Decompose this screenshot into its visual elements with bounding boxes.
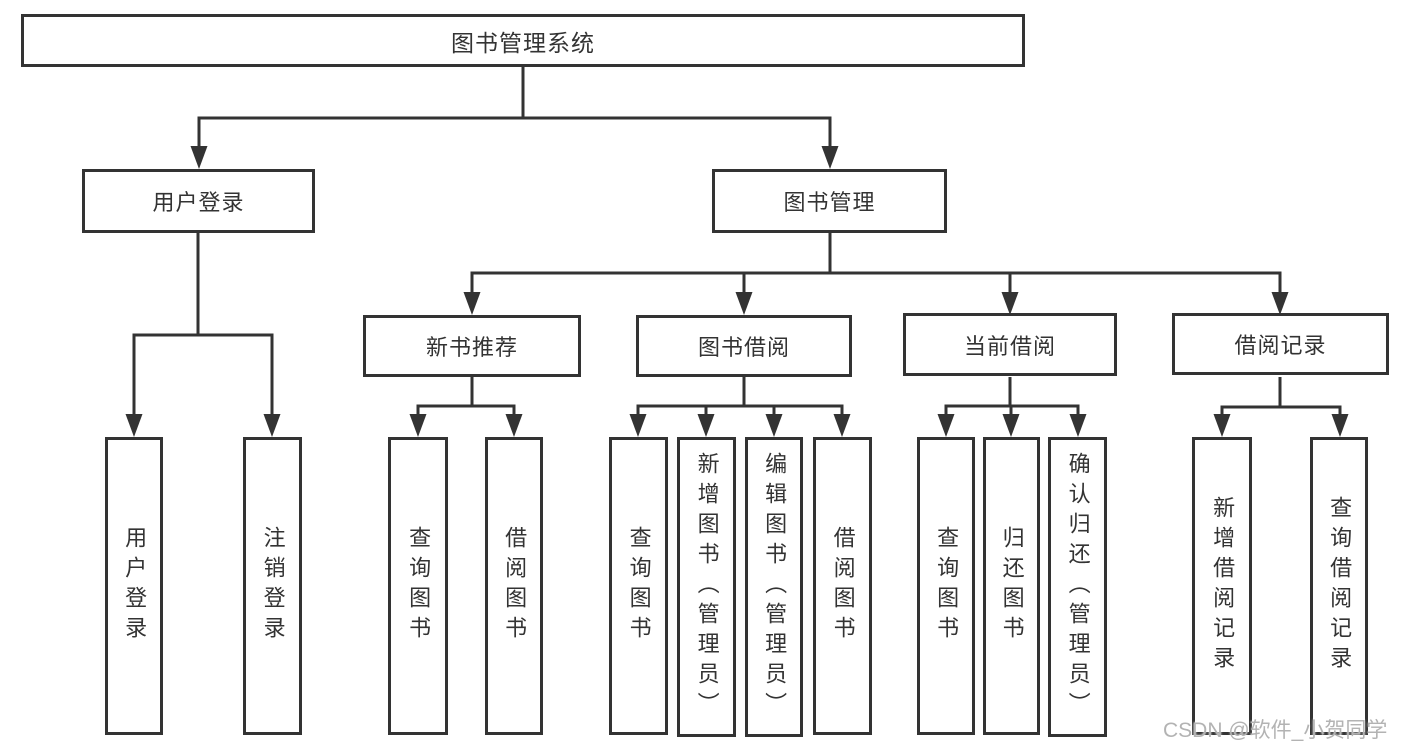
leaf-borrow-books-recommend: 借阅图书: [485, 437, 543, 735]
node-label: 图书管理系统: [451, 29, 595, 56]
node-label: 新增图书（管理员）: [694, 452, 720, 722]
leaf-user-login: 用户登录: [105, 437, 163, 735]
node-current-borrow: 当前借阅: [903, 313, 1117, 376]
leaf-borrow-books: 借阅图书: [813, 437, 872, 735]
node-label: 图书管理: [783, 190, 876, 215]
node-label: 借阅记录: [1234, 333, 1327, 358]
watermark: CSDN @软件_小贺同学: [1163, 719, 1388, 742]
node-label: 归还图书: [999, 526, 1025, 646]
node-label: 用户登录: [122, 526, 148, 646]
node-label: 借阅图书: [502, 526, 528, 646]
node-label: 查询图书: [626, 526, 652, 646]
node-label: 借阅图书: [830, 526, 856, 646]
leaf-return-books: 归还图书: [983, 437, 1040, 735]
node-label: 查询图书: [406, 526, 432, 646]
node-label: 注销登录: [260, 526, 286, 646]
node-library-management-system: 图书管理系统: [21, 14, 1025, 67]
leaf-add-books-admin: 新增图书（管理员）: [677, 437, 736, 737]
node-new-book-recommend: 新书推荐: [363, 315, 581, 377]
node-label: 用户登录: [152, 190, 245, 215]
leaf-query-books-recommend: 查询图书: [388, 437, 448, 735]
node-label: 确认归还（管理员）: [1065, 452, 1091, 722]
leaf-add-borrow-record: 新增借阅记录: [1192, 437, 1252, 735]
arrowhead-icons: [125, 146, 1349, 437]
leaf-edit-books-admin: 编辑图书（管理员）: [745, 437, 803, 737]
node-label: 新增借阅记录: [1210, 496, 1236, 676]
node-book-management: 图书管理: [712, 169, 947, 233]
leaf-query-books-borrow: 查询图书: [609, 437, 668, 735]
node-label: 编辑图书（管理员）: [762, 452, 788, 722]
node-borrow-records: 借阅记录: [1172, 313, 1389, 375]
node-label: 新书推荐: [425, 335, 518, 360]
leaf-query-borrow-record: 查询借阅记录: [1310, 437, 1368, 735]
leaf-query-books-current: 查询图书: [917, 437, 975, 735]
node-label: 当前借阅: [963, 333, 1056, 359]
node-book-borrow: 图书借阅: [636, 315, 852, 377]
node-label: 查询图书: [934, 526, 960, 646]
node-user-login: 用户登录: [82, 169, 315, 233]
node-label: 图书借阅: [697, 335, 790, 360]
leaf-logout: 注销登录: [243, 437, 302, 735]
node-label: 查询借阅记录: [1327, 496, 1353, 676]
leaf-confirm-return-admin: 确认归还（管理员）: [1048, 437, 1107, 737]
